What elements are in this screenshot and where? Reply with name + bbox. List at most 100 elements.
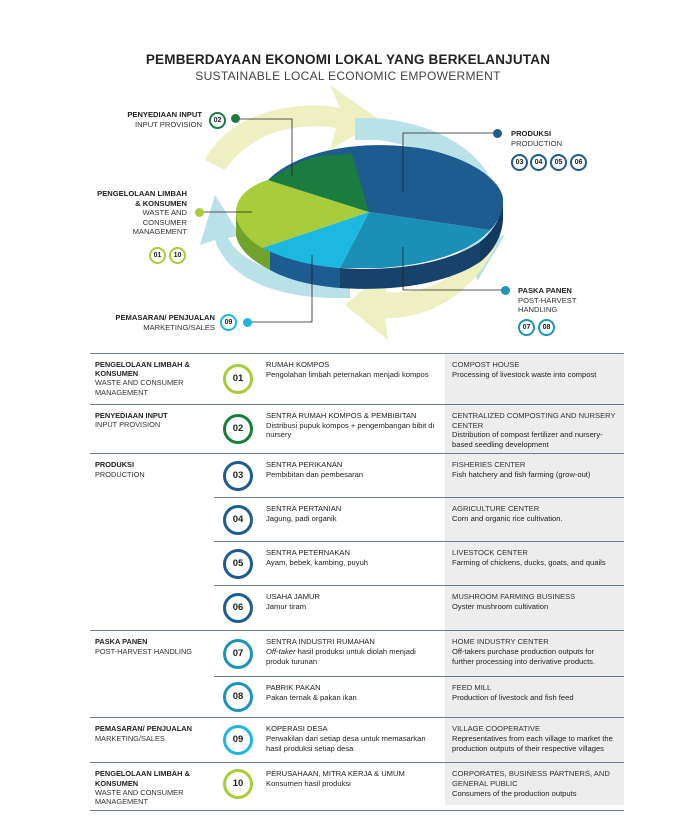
- page-subtitle: SUSTAINABLE LOCAL ECONOMIC EMPOWERMENT: [195, 69, 501, 83]
- number-circle: 10: [223, 769, 253, 800]
- number-cell: 03: [214, 454, 262, 497]
- desc-id: Off-taker hasil produksi untuk diolah me…: [266, 646, 416, 666]
- title-en: FISHERIES CENTER: [452, 460, 526, 470]
- title-en: HOME INDUSTRY CENTER: [452, 637, 549, 647]
- title-id: SENTRA INDUSTRI RUMAHAN: [266, 637, 375, 647]
- number-cell: 07: [214, 631, 262, 676]
- pie-slice-postharvest: [340, 212, 490, 268]
- desc-en: Production of livestock and fish feed: [452, 692, 574, 702]
- desc-id: Ayam, bebek, kambing, puyuh: [266, 557, 369, 567]
- badge-10: 10: [169, 247, 186, 264]
- number-cell: 08: [214, 677, 262, 717]
- number-cell: 04: [214, 498, 262, 541]
- badge-04: 04: [530, 154, 547, 171]
- english-cell: CORPORATES, BUSINESS PARTNERS, AND GENER…: [445, 763, 624, 806]
- desc-en: Processing of livestock waste into compo…: [452, 369, 597, 379]
- desc-en: Corn and organic rice cultivation.: [452, 513, 563, 523]
- pie-side-postharvest: [340, 242, 480, 289]
- badge-09: 09: [220, 314, 237, 331]
- leader-production: [402, 132, 497, 192]
- number-circle: 03: [223, 460, 253, 491]
- desc-en: Representatives from each village to mar…: [452, 733, 613, 753]
- number-cell: 02: [214, 405, 262, 453]
- leader-marketing: [248, 255, 313, 323]
- number-cell: 10: [214, 763, 262, 805]
- dot-input: [231, 114, 240, 123]
- number-circle: 06: [223, 593, 253, 624]
- desc-id-em: Off-taker: [266, 646, 296, 656]
- category-en: POST-HARVEST HANDLING: [95, 646, 193, 656]
- title-en: VILLAGE COOPERATIVE: [452, 724, 541, 734]
- desc-id: Distribusi pupuk kompos + pengembangan b…: [266, 420, 435, 440]
- pie-side-marketing: [270, 250, 340, 288]
- number-circle: 08: [223, 682, 253, 713]
- dot-marketing: [243, 318, 252, 327]
- leader-input: [236, 118, 293, 176]
- category-en: INPUT PROVISION: [95, 420, 161, 430]
- badge-01: 01: [149, 247, 166, 264]
- number-circle: 05: [223, 548, 253, 579]
- dot-production: [493, 129, 502, 138]
- title-id: RUMAH KOMPOS: [266, 360, 330, 369]
- number-cell: 01: [214, 354, 262, 404]
- desc-id: Pembibitan dan pembesaran: [266, 469, 364, 479]
- number-circle: 04: [223, 504, 253, 535]
- pie-slice-marketing: [262, 212, 369, 268]
- category-id: PENYEDIAAN INPUT: [95, 411, 168, 420]
- badge-05: 05: [550, 154, 567, 171]
- title-id: KOPERASI DESA: [266, 724, 328, 734]
- badge-02: 02: [209, 112, 226, 129]
- desc-id: Pengolahan limbah peternakan menjadi kom…: [266, 369, 429, 379]
- desc-id: Jagung, padi organik: [266, 513, 337, 523]
- badge-03: 03: [511, 154, 528, 171]
- desc-id: Jamur tiram: [266, 601, 307, 611]
- pie-slice-input: [268, 154, 369, 212]
- desc-en: Consumers of the production outputs: [452, 788, 577, 798]
- badge-06: 06: [570, 154, 587, 171]
- dot-postharvest: [501, 286, 510, 295]
- title-id: SENTRA PERIKANAN: [266, 460, 343, 470]
- number-cell: 05: [214, 542, 262, 585]
- title-en: MUSHROOM FARMING BUSINESS: [452, 592, 576, 602]
- pie-slice-waste: [236, 180, 369, 248]
- number-circle: 07: [223, 638, 253, 669]
- desc-id: Pakan ternak & pakan ikan: [266, 692, 357, 702]
- english-cell: CENTRALIZED COMPOSTING AND NURSERY CENTE…: [445, 405, 624, 454]
- cycle-arrow-bottom: [345, 235, 500, 340]
- desc-en: Oyster mushroom cultivation: [452, 601, 549, 611]
